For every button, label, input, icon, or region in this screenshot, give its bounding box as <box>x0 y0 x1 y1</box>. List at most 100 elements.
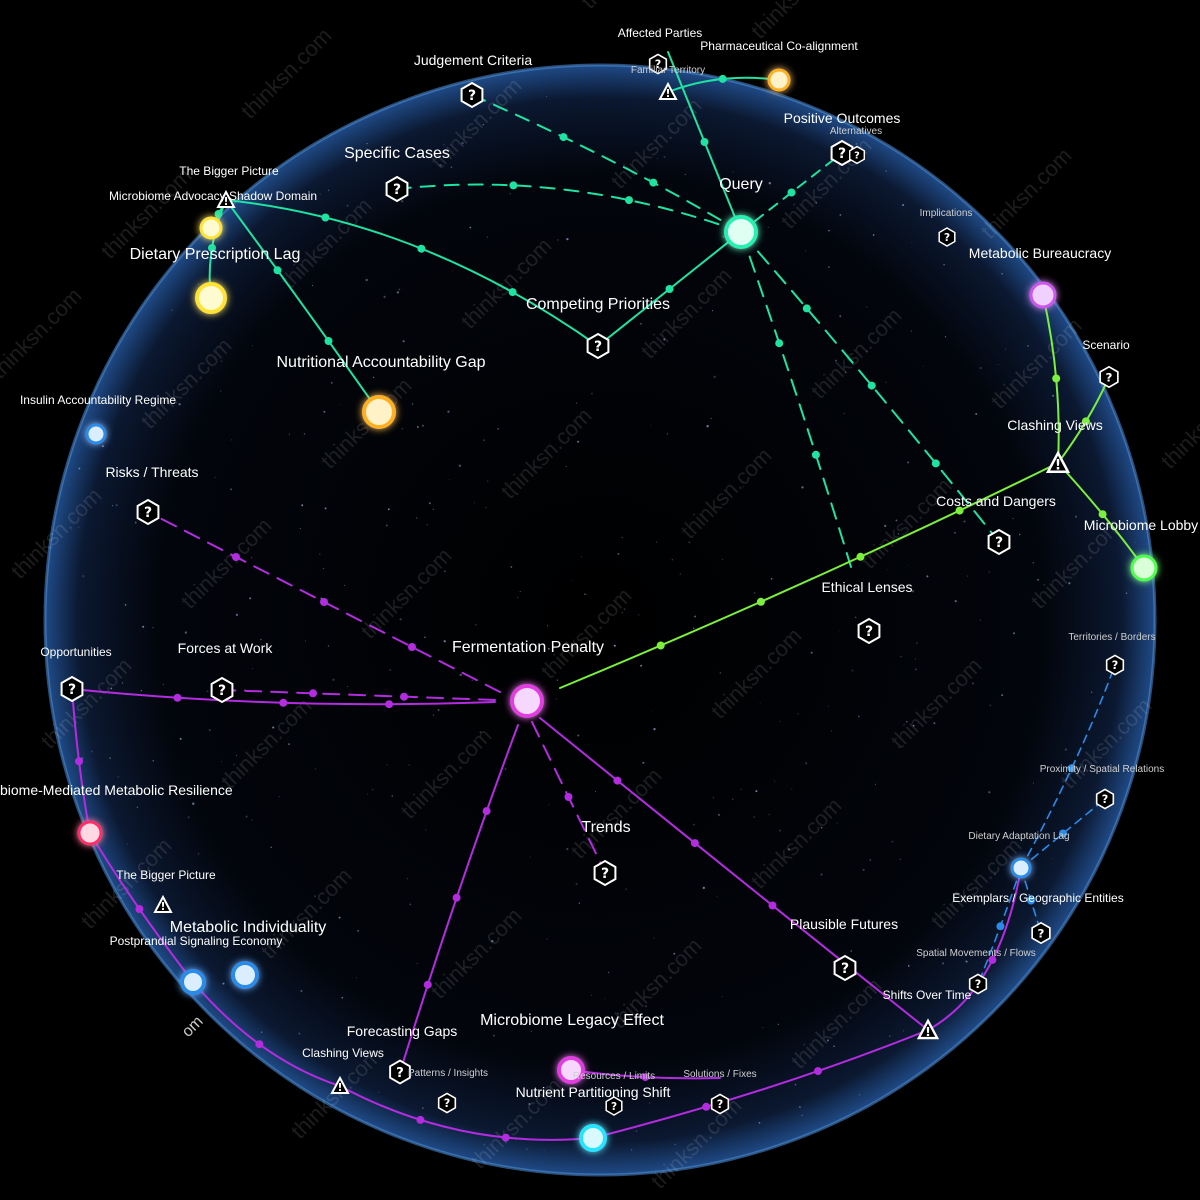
hex-proximity[interactable]: ? <box>1095 788 1115 810</box>
star <box>719 672 721 674</box>
node-lobby[interactable] <box>1130 554 1158 582</box>
node-legacy[interactable] <box>557 1056 585 1084</box>
node-dietary-lag[interactable] <box>195 282 227 314</box>
star <box>504 768 507 770</box>
node-fermentation[interactable] <box>510 684 544 718</box>
star <box>555 698 557 700</box>
star <box>437 709 440 711</box>
node-partitioning[interactable] <box>579 1124 607 1152</box>
star <box>827 1039 829 1042</box>
star <box>278 795 281 798</box>
star <box>874 783 876 785</box>
hex-solutions[interactable]: ? <box>710 1093 730 1115</box>
hex-forces[interactable]: ? <box>210 676 234 704</box>
star <box>327 645 330 647</box>
hex-opportunities[interactable]: ? <box>60 675 84 703</box>
edge-dot <box>625 196 633 205</box>
star <box>386 764 388 766</box>
node-insulin[interactable] <box>85 423 107 445</box>
label-affected: Affected Parties <box>618 26 703 40</box>
star <box>1125 592 1128 595</box>
star <box>251 819 253 821</box>
hex-affected[interactable]: ? <box>648 53 668 75</box>
star <box>621 536 623 539</box>
star <box>101 445 104 448</box>
node-bureaucracy[interactable] <box>1029 281 1057 309</box>
node-pharma[interactable] <box>767 68 791 92</box>
node-query[interactable] <box>724 215 758 249</box>
star <box>416 425 419 429</box>
star <box>907 565 909 567</box>
star <box>398 288 401 291</box>
node-resilience[interactable] <box>77 820 103 846</box>
star <box>369 363 372 366</box>
warning-clashing-bottom[interactable]: ! <box>330 1075 350 1094</box>
warning-clashing-right[interactable]: ! <box>1045 450 1071 473</box>
star <box>485 506 487 509</box>
star <box>773 780 776 782</box>
hex-spatial-movements[interactable]: ? <box>968 973 988 995</box>
star <box>328 189 330 191</box>
star <box>710 417 712 420</box>
star <box>963 520 966 523</box>
node-adaptation[interactable] <box>1010 857 1032 879</box>
hex-patterns[interactable]: ? <box>437 1092 457 1114</box>
star <box>383 295 386 298</box>
node-individuality[interactable] <box>231 961 259 989</box>
node-nutrition-gap[interactable] <box>362 395 396 429</box>
label-spatial-movements: Spatial Movements / Flows <box>916 948 1036 959</box>
hex-implications[interactable]: ? <box>938 227 956 247</box>
star <box>1094 523 1095 525</box>
star <box>319 553 321 555</box>
star <box>621 612 623 614</box>
hex-competing[interactable]: ? <box>586 332 610 360</box>
star <box>142 625 145 628</box>
label-partitioning: Nutrient Partitioning Shift <box>516 1084 671 1100</box>
node-dietary-lag-small[interactable] <box>199 216 223 240</box>
hex-costs[interactable]: ? <box>987 528 1011 556</box>
star <box>902 204 905 207</box>
label-pharma: Pharmaceutical Co-alignment <box>700 39 858 53</box>
star <box>650 424 652 426</box>
edge-shifts-partitioning <box>592 1029 929 1139</box>
hex-positive[interactable]: ? <box>830 139 854 167</box>
hex-judgement[interactable]: ? <box>460 81 484 109</box>
star <box>692 627 695 629</box>
star <box>655 541 657 543</box>
star <box>339 403 341 405</box>
hex-risks[interactable]: ? <box>136 498 160 526</box>
hex-resources[interactable]: ? <box>605 1096 623 1116</box>
hex-forecasting[interactable]: ? <box>389 1059 411 1085</box>
edge-dot <box>564 793 573 801</box>
star <box>479 731 482 733</box>
hex-plausible[interactable]: ? <box>833 954 857 982</box>
star <box>304 640 306 642</box>
hex-alternatives[interactable]: ? <box>849 145 865 165</box>
edge-dot <box>768 901 777 910</box>
edge-dot <box>408 643 416 651</box>
warning-familiar[interactable]: ! <box>658 81 678 100</box>
label-legacy: Microbiome Legacy Effect <box>480 1012 664 1029</box>
hex-exemplars[interactable]: ? <box>1031 921 1051 945</box>
hex-scenario[interactable]: ? <box>1099 365 1119 389</box>
warning-bigger-left[interactable]: ! <box>153 894 173 913</box>
star <box>78 467 81 470</box>
star <box>152 760 154 762</box>
star <box>260 638 262 641</box>
hex-territories[interactable]: ? <box>1105 654 1125 676</box>
star <box>1012 517 1014 520</box>
star <box>895 519 898 522</box>
edge-dot <box>856 552 865 561</box>
warning-shadow[interactable]: ! <box>216 189 236 208</box>
star <box>578 902 580 904</box>
star <box>810 651 813 654</box>
star <box>489 185 491 187</box>
node-postprandial[interactable] <box>180 969 206 995</box>
hex-ethical[interactable]: ? <box>857 617 881 645</box>
star <box>526 1148 528 1150</box>
warning-shifts[interactable]: ! <box>916 1018 940 1040</box>
hex-trends[interactable]: ? <box>593 859 617 887</box>
hex-specific[interactable]: ? <box>385 175 409 203</box>
star <box>575 402 578 404</box>
